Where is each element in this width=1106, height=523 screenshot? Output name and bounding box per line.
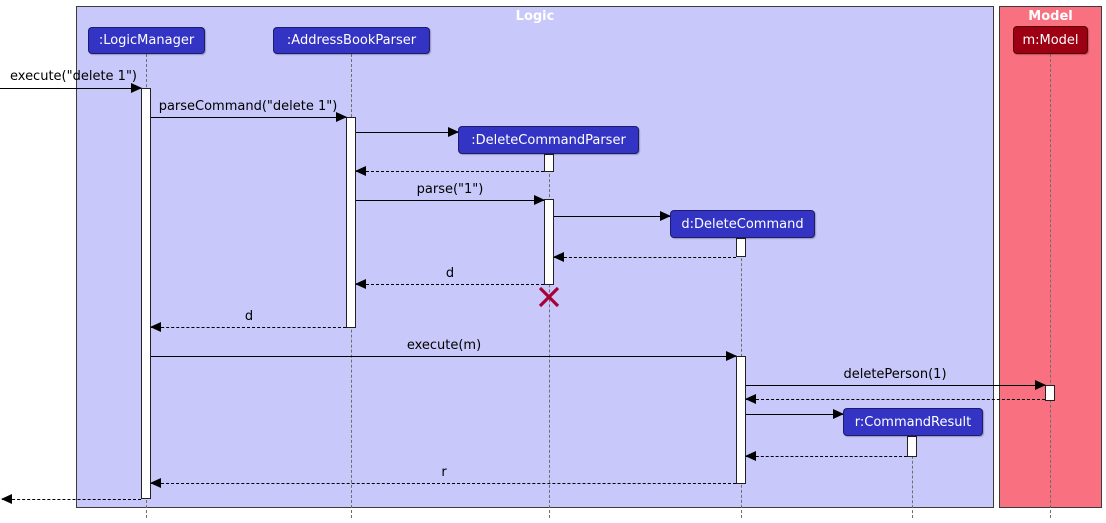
activation-model: [1045, 385, 1055, 401]
arrowhead-icon: [726, 351, 737, 361]
message-label-delete-person: deletePerson(1): [843, 367, 947, 382]
activation-delete-command-execute: [736, 356, 746, 484]
participant-delete-command-parser: :DeleteCommandParser: [458, 126, 639, 154]
lifeline-delete-command-parser: [549, 154, 550, 518]
participant-address-book-parser: :AddressBookParser: [273, 27, 430, 54]
arrow-create-delete-command-parser: [356, 127, 459, 137]
activation-command-result: [907, 436, 917, 457]
arrow-return-from-model: [745, 394, 1045, 404]
arrowhead-icon: [534, 195, 545, 205]
arrow-create-command-result: [746, 409, 844, 419]
activation-address-book-parser: [346, 117, 356, 328]
participant-label: d:DeleteCommand: [681, 216, 804, 232]
arrow-return-creation-command: [553, 252, 736, 262]
arrow-create-delete-command: [554, 211, 671, 221]
arrow-execute-delete: [0, 83, 142, 93]
arrowhead-icon: [553, 252, 564, 262]
arrowhead-icon: [1035, 380, 1046, 390]
destroy-x-icon: [537, 285, 561, 313]
logic-frame: Logic: [76, 6, 994, 508]
arrowhead-icon: [336, 112, 347, 122]
arrow-return-d-to-manager: [150, 322, 346, 332]
participant-label: :DeleteCommandParser: [471, 132, 626, 148]
participant-logic-manager: :LogicManager: [88, 27, 205, 54]
arrowhead-icon: [833, 409, 844, 419]
participant-label: r:CommandResult: [854, 414, 972, 430]
participant-label: :AddressBookParser: [286, 33, 417, 48]
participant-delete-command: d:DeleteCommand: [670, 210, 815, 238]
arrowhead-icon: [355, 166, 366, 176]
message-label-return-d-to-parser: d: [445, 266, 455, 281]
lifeline-model: [1050, 54, 1051, 518]
arrow-execute-m: [151, 351, 737, 361]
activation-delete-command-create: [736, 238, 746, 257]
activation-delete-command-parser-parse: [544, 199, 554, 285]
arrow-return-r: [150, 478, 736, 488]
arrowhead-icon: [150, 478, 161, 488]
arrowhead-icon: [745, 394, 756, 404]
participant-label: :LogicManager: [98, 33, 195, 48]
participant-model: m:Model: [1013, 26, 1088, 54]
arrowhead-icon: [745, 451, 756, 461]
message-label-return-d-to-manager: d: [244, 309, 254, 324]
arrow-return-creation-parser: [355, 166, 544, 176]
arrow-parse-command: [151, 112, 347, 122]
arrowhead-icon: [448, 127, 459, 137]
message-label-execute-delete: execute("delete 1"): [10, 69, 138, 84]
arrowhead-icon: [355, 279, 366, 289]
participant-label: m:Model: [1022, 32, 1079, 48]
arrow-final-return: [1, 494, 141, 504]
arrow-delete-person: [746, 380, 1046, 390]
arrow-return-creation-result: [745, 451, 907, 461]
arrowhead-icon: [1, 494, 12, 504]
message-label-execute-m: execute(m): [406, 338, 482, 353]
arrowhead-icon: [150, 322, 161, 332]
activation-delete-command-parser-create: [544, 154, 554, 172]
arrow-parse-one: [356, 195, 545, 205]
logic-frame-title: Logic: [515, 9, 555, 24]
model-frame-title: Model: [1028, 9, 1073, 24]
arrowhead-icon: [131, 83, 142, 93]
lifeline-command-result: [912, 436, 913, 518]
arrow-return-d-to-parser: [355, 279, 544, 289]
message-label-parse-one: parse("1"): [416, 182, 484, 197]
message-label-return-r: r: [441, 465, 447, 480]
message-label-parse-command: parseCommand("delete 1"): [158, 99, 338, 114]
arrowhead-icon: [660, 211, 671, 221]
participant-command-result: r:CommandResult: [843, 408, 983, 436]
activation-logic-manager: [141, 88, 151, 499]
